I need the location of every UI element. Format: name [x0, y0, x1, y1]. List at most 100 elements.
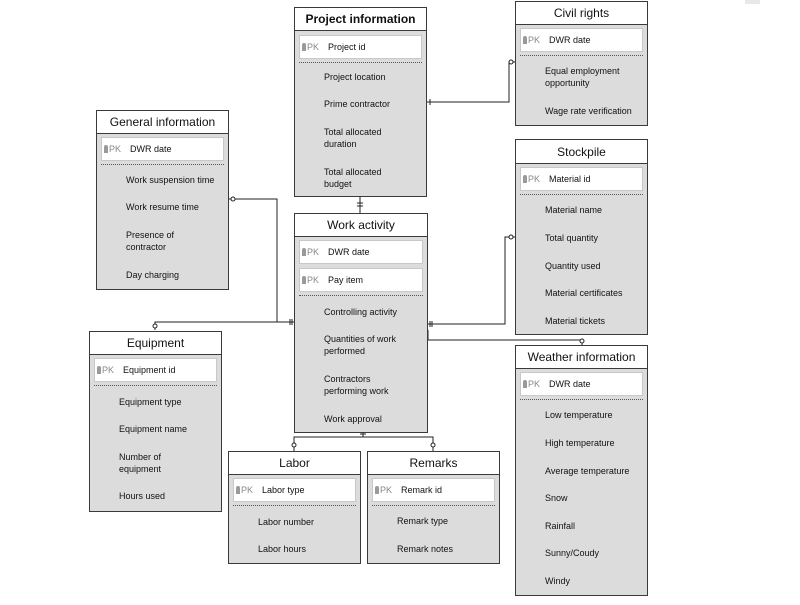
attribute: Hours used [119, 491, 166, 501]
attribute: Presence of contractor [126, 230, 175, 252]
pk-name: DWR date [328, 247, 370, 257]
pk-name: Equipment id [123, 365, 176, 375]
entity-project-information: Project information PK Project id Projec… [294, 7, 427, 197]
entity-title: Equipment [90, 332, 221, 355]
key-icon: PK [95, 365, 119, 375]
key-icon: PK [300, 275, 324, 285]
pk-row: PK Equipment id [94, 358, 217, 382]
key-icon: PK [234, 485, 258, 495]
entity-title: Weather information [516, 346, 647, 369]
attribute: Equipment type [119, 397, 182, 407]
pk-row: PK Material id [520, 167, 643, 191]
attribute: High temperature [545, 438, 615, 448]
attribute: Work resume time [126, 202, 199, 212]
key-icon: PK [521, 35, 545, 45]
separator [233, 505, 356, 506]
pk-row: PK DWR date [520, 372, 643, 396]
rel-project-civil [427, 61, 515, 103]
key-icon: PK [521, 379, 545, 389]
attribute: Day charging [126, 270, 180, 280]
attribute: Remark notes [397, 544, 454, 554]
attribute: Material tickets [545, 316, 606, 326]
entity-title: General information [97, 111, 228, 134]
key-icon: PK [373, 485, 397, 495]
attribute: Windy [545, 576, 571, 586]
attribute: Total allocated duration [324, 127, 382, 149]
entity-title: Labor [229, 452, 360, 475]
rel-general-work [229, 198, 294, 323]
attribute: Work suspension time [126, 175, 215, 185]
pk-row: PK DWR date [520, 28, 643, 52]
separator [299, 62, 422, 63]
attribute: Project location [324, 72, 386, 82]
attribute: Rainfall [545, 521, 576, 531]
entity-general-information: General information PK DWR date Work sus… [96, 110, 229, 290]
separator [520, 399, 643, 400]
attribute: Material certificates [545, 288, 623, 298]
entity-work-activity: Work activity PK DWR date PK Pay item Co… [294, 213, 428, 433]
separator [101, 164, 224, 165]
pk-name: DWR date [130, 144, 172, 154]
separator [94, 385, 217, 386]
key-icon: PK [521, 174, 545, 184]
pk-row: PK Project id [299, 35, 422, 59]
pk-name: Remark id [401, 485, 443, 495]
entity-civil-rights: Civil rights PK DWR date Equal employmen… [515, 1, 648, 126]
entity-title: Civil rights [516, 2, 647, 25]
separator [520, 55, 643, 56]
pk-row: PK Labor type [233, 478, 356, 502]
background-mark [745, 0, 760, 4]
rel-work-remarks [363, 436, 434, 451]
entity-equipment: Equipment PK Equipment id Equipment type… [89, 331, 222, 512]
separator [520, 194, 643, 195]
entity-remarks: Remarks PK Remark id Remark type Remark … [367, 451, 500, 564]
pk-name: DWR date [549, 379, 591, 389]
key-icon: PK [102, 144, 126, 154]
pk-name: Pay item [328, 275, 364, 285]
pk-row: PK DWR date [299, 240, 423, 264]
entity-title: Remarks [368, 452, 499, 475]
attribute: Quantities of work performed [324, 334, 397, 356]
pk-name: Project id [328, 42, 366, 52]
pk-name: DWR date [549, 35, 591, 45]
entity-stockpile: Stockpile PK Material id Material name T… [515, 139, 648, 335]
separator [299, 295, 423, 296]
pk-row: PK Pay item [299, 268, 423, 292]
attribute: Total allocated budget [324, 167, 382, 189]
attribute: Snow [545, 493, 568, 503]
attribute: Equal employment opportunity [545, 66, 620, 88]
separator [372, 505, 495, 506]
attribute: Labor number [258, 517, 315, 527]
key-icon: PK [300, 42, 324, 52]
attribute: Low temperature [545, 410, 613, 420]
entity-title: Stockpile [516, 140, 647, 164]
attribute: Labor hours [258, 544, 307, 554]
attribute: Wage rate verification [545, 106, 632, 116]
attribute: Quantity used [545, 261, 601, 271]
attribute: Work approval [324, 414, 382, 424]
entity-title: Work activity [295, 214, 427, 237]
attribute: Remark type [397, 516, 449, 526]
pk-name: Material id [549, 174, 591, 184]
rel-equipment-work [154, 321, 294, 330]
attribute: Material name [545, 205, 603, 215]
pk-row: PK Remark id [372, 478, 495, 502]
attribute: Sunny/Coudy [545, 548, 600, 558]
attribute: Prime contractor [324, 99, 391, 109]
attribute: Controlling activity [324, 307, 398, 317]
entity-weather-information: Weather information PK DWR date Low temp… [515, 345, 648, 596]
entity-title: Project information [295, 8, 426, 31]
attribute: Average temperature [545, 466, 630, 476]
attribute: Contractors performing work [324, 374, 389, 396]
entity-labor: Labor PK Labor type Labor number Labor h… [228, 451, 361, 564]
pk-name: Labor type [262, 485, 305, 495]
key-icon: PK [300, 247, 324, 257]
attribute: Equipment name [119, 424, 188, 434]
attribute: Total quantity [545, 233, 599, 243]
rel-work-stockpile [428, 236, 515, 325]
pk-row: PK DWR date [101, 137, 224, 161]
attribute: Number of equipment [119, 452, 162, 474]
rel-work-labor [293, 433, 364, 451]
